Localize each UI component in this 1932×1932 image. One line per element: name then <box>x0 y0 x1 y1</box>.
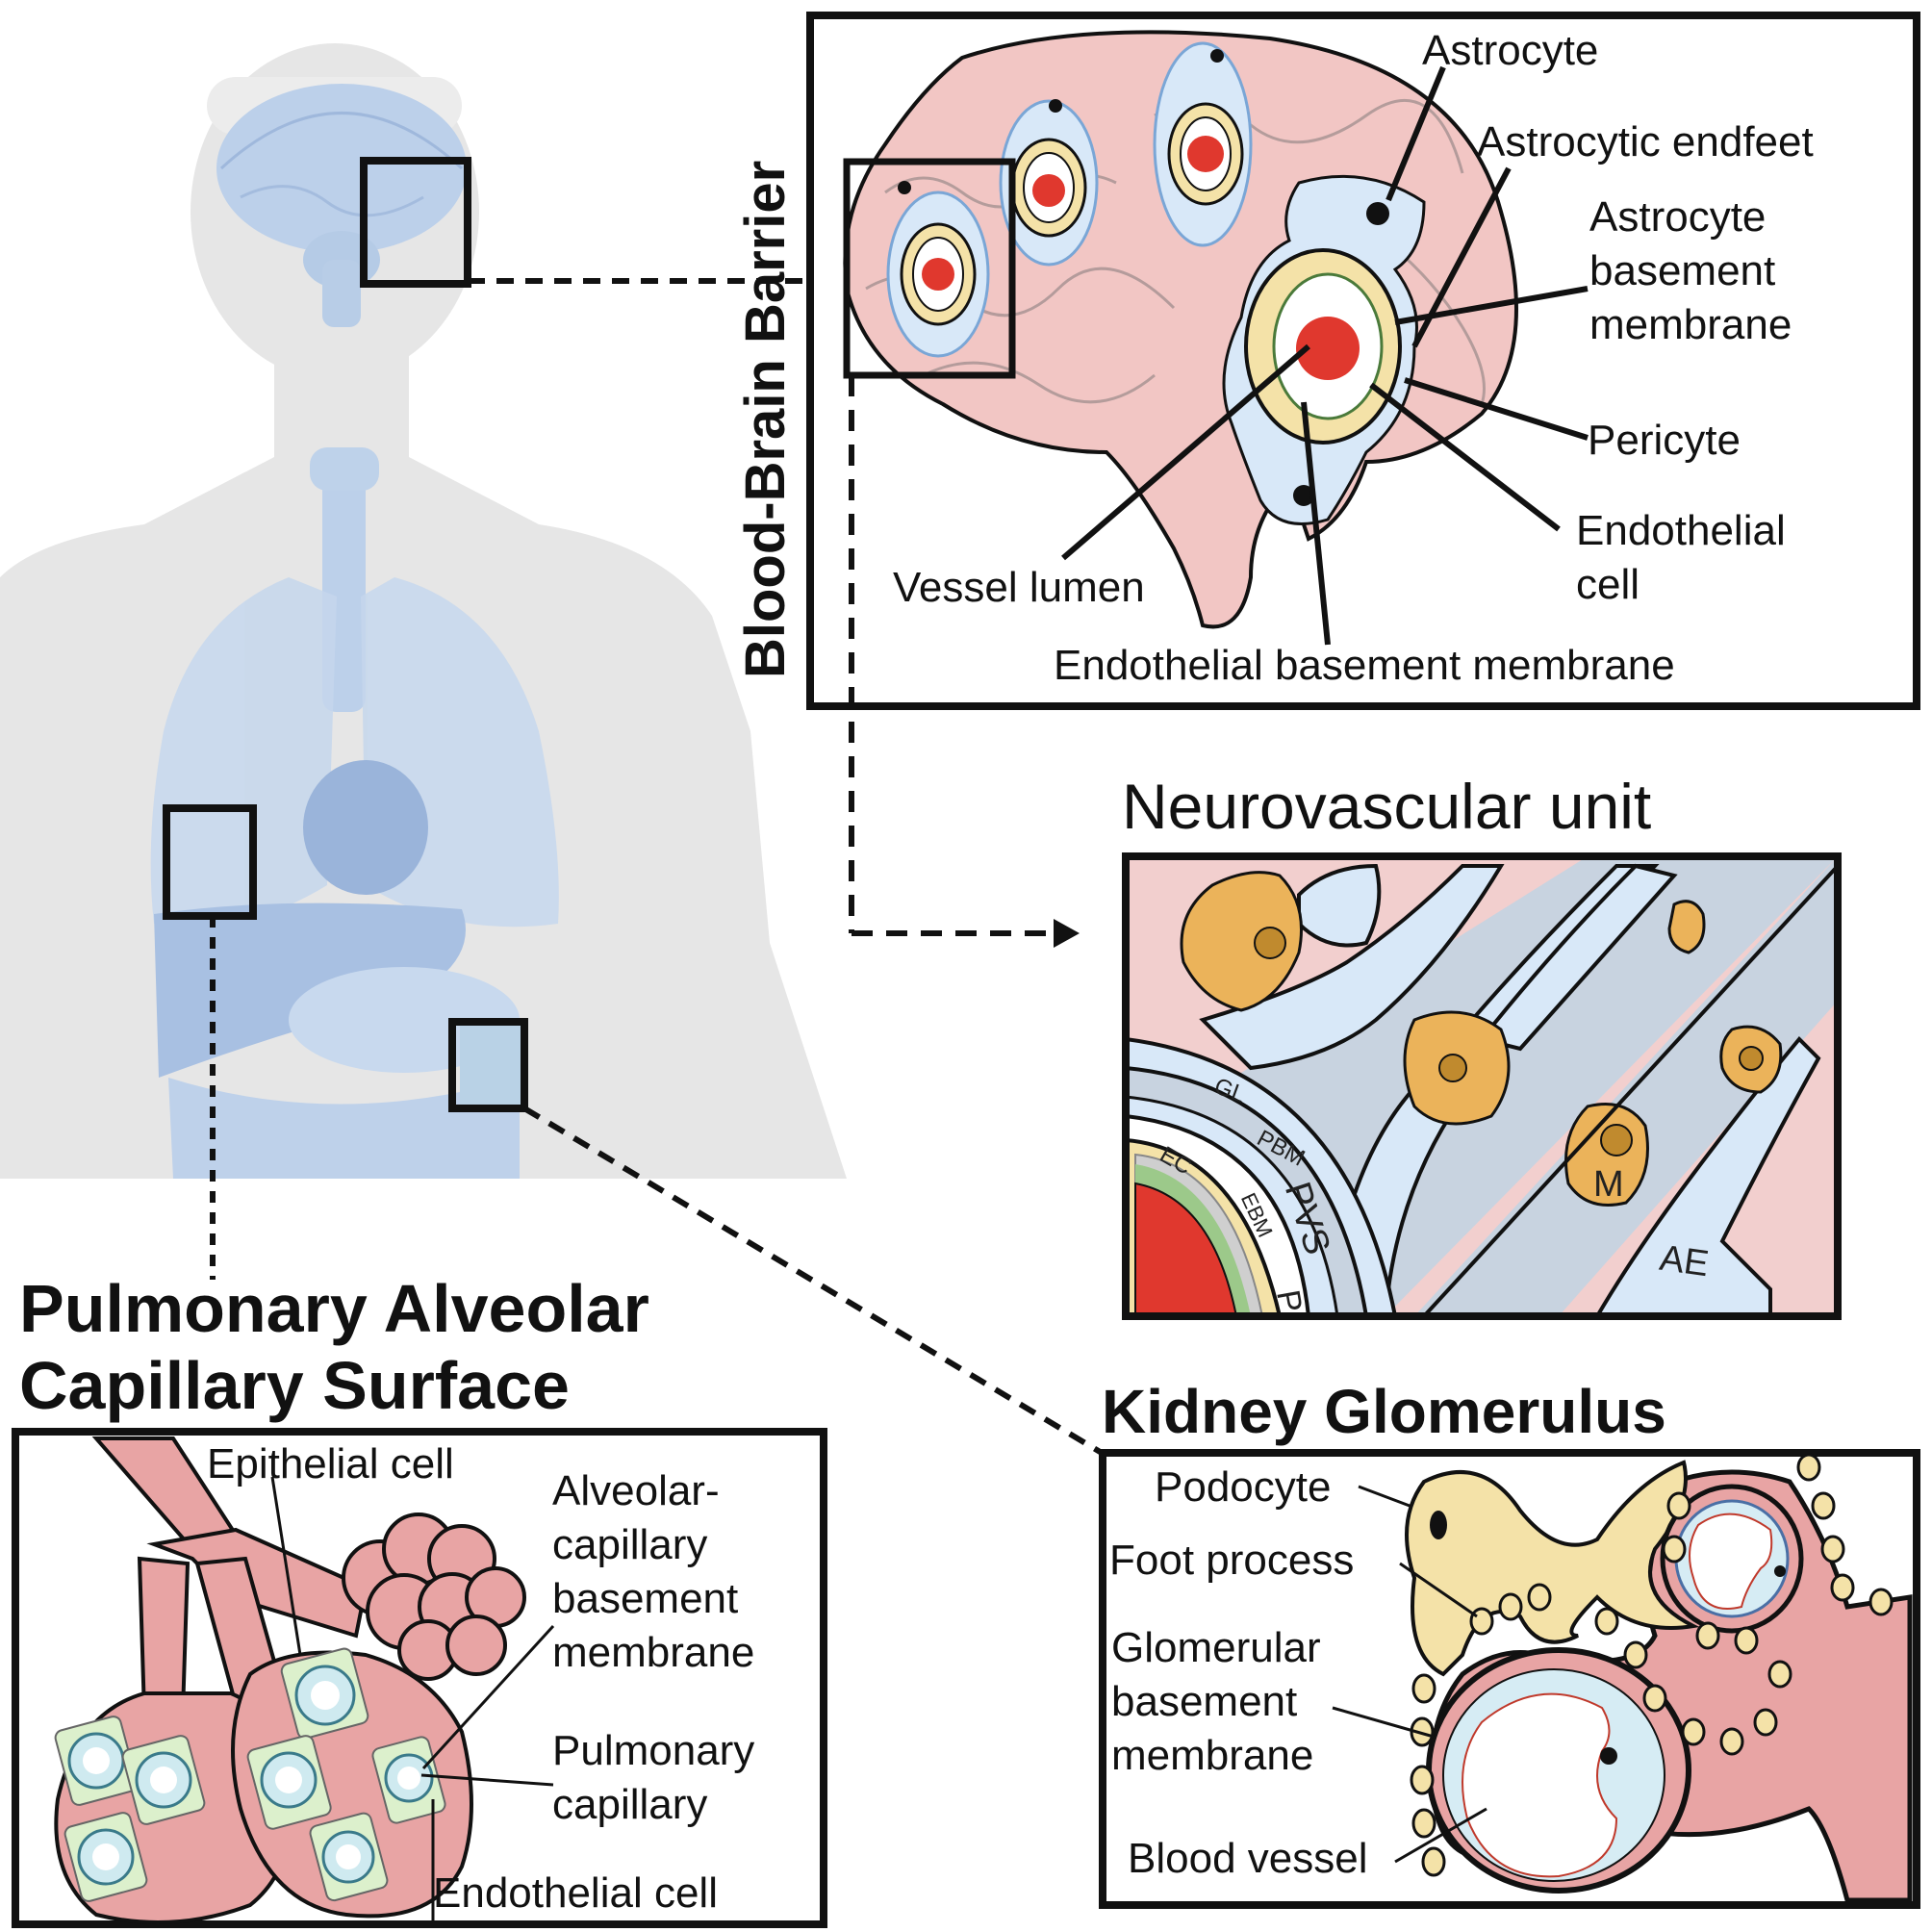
intestines-organ <box>168 1078 520 1179</box>
label-astrocyte-basement-membrane-2: basement <box>1589 247 1776 294</box>
lung-title-line-2: Capillary Surface <box>19 1348 570 1423</box>
label-endothelial-cell-lung: Endothelial cell <box>433 1869 718 1917</box>
label-vessel-lumen: Vessel lumen <box>893 564 1145 611</box>
label-pulmonary-capillary-2: capillary <box>552 1781 708 1828</box>
bbb-nvu-zoom-box <box>843 158 1016 379</box>
label-alveolar-capillary-bm-3: basement <box>552 1575 739 1622</box>
label-foot-process: Foot process <box>1109 1537 1355 1584</box>
nvu-label-m: M <box>1593 1164 1624 1205</box>
heart-organ <box>303 760 428 895</box>
brain-zoom-box <box>360 157 471 288</box>
bbb-vessel-cross-section <box>886 181 990 358</box>
label-blood-vessel: Blood vessel <box>1128 1835 1368 1882</box>
label-astrocyte-basement-membrane-3: membrane <box>1589 301 1792 348</box>
label-astrocytic-endfeet: Astrocytic endfeet <box>1477 118 1814 165</box>
label-alveolar-capillary-bm-4: membrane <box>552 1629 755 1676</box>
nvu-arrowhead-icon <box>1054 919 1080 948</box>
kidney-zoom-box <box>448 1018 528 1112</box>
bbb-vessel-cross-section <box>1153 41 1253 247</box>
lung-leader-lines <box>270 1476 555 1924</box>
label-pulmonary-capillary-1: Pulmonary <box>552 1727 755 1774</box>
label-glomerular-basement-membrane-1: Glomerular <box>1111 1624 1321 1671</box>
label-endothelial-cell-1: Endothelial <box>1576 507 1786 554</box>
kidney-organ <box>460 1025 527 1106</box>
label-epithelial-cell: Epithelial cell <box>207 1440 454 1487</box>
nvu-vessel-wall <box>1126 1036 1398 1316</box>
label-podocyte: Podocyte <box>1155 1463 1332 1511</box>
alveolar-cluster <box>342 1513 526 1681</box>
foot-processes <box>1410 1453 1894 1877</box>
bbb-main-vessel <box>1222 174 1426 525</box>
nvu-glial-cells <box>1180 871 1783 1207</box>
label-glomerular-basement-membrane-3: membrane <box>1111 1732 1314 1779</box>
nvu-panel-frame <box>1122 852 1842 1320</box>
nvu-cell-nuclei <box>1254 927 1764 1157</box>
astrocyte-nucleus <box>1366 202 1389 225</box>
nvu-vessel-band <box>1414 856 1838 1316</box>
bbb-leader-lines <box>1061 65 1589 646</box>
label-endothelial-basement-membrane: Endothelial basement membrane <box>1054 642 1675 689</box>
pulmonary-capillaries <box>54 1647 446 1902</box>
kidney-title: Kidney Glomerulus <box>1102 1377 1666 1446</box>
label-alveolar-capillary-bm-2: capillary <box>552 1521 708 1568</box>
label-pericyte: Pericyte <box>1588 417 1741 464</box>
label-astrocyte-basement-membrane-1: Astrocyte <box>1589 193 1767 241</box>
nvu-title: Neurovascular unit <box>1122 771 1652 842</box>
label-endothelial-cell-2: cell <box>1576 561 1640 608</box>
label-alveolar-capillary-bm-1: Alveolar- <box>552 1467 720 1514</box>
bbb-vessel-cross-section <box>999 99 1099 267</box>
label-glomerular-basement-membrane-2: basement <box>1111 1678 1298 1725</box>
lung-title-line-1: Pulmonary Alveolar <box>19 1271 649 1346</box>
alveolar-sac-right <box>231 1650 473 1919</box>
kidney-leader-lines <box>1332 1485 1487 1864</box>
bbb-panel-frame <box>806 12 1920 710</box>
kidney-connector-line <box>522 1106 1104 1456</box>
label-astrocyte: Astrocyte <box>1422 27 1599 74</box>
